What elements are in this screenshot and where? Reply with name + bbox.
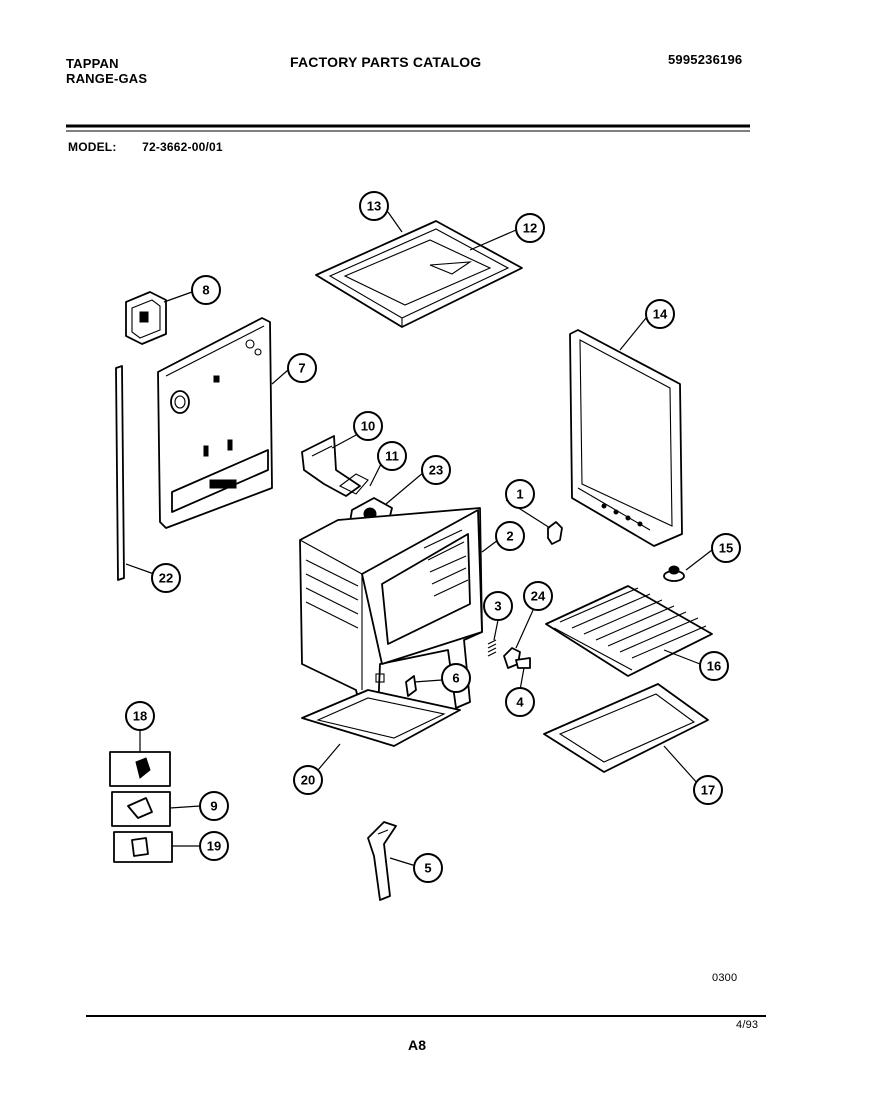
callout-15: 15 xyxy=(711,533,741,563)
leader-lines xyxy=(125,211,713,867)
callout-16: 16 xyxy=(699,651,729,681)
callout-12: 12 xyxy=(515,213,545,243)
svg-text:9: 9 xyxy=(210,799,217,814)
callout-24: 24 xyxy=(523,581,553,611)
callout-18: 18 xyxy=(125,701,155,731)
part-oven-rack xyxy=(545,585,713,677)
diagram-code: 0300 xyxy=(712,972,738,984)
svg-text:10: 10 xyxy=(361,419,375,434)
svg-text:17: 17 xyxy=(701,783,715,798)
svg-text:20: 20 xyxy=(301,773,315,788)
model-line: MODEL: 72-3662-00/01 xyxy=(68,140,223,154)
callout-9: 9 xyxy=(199,791,229,821)
part-boxes xyxy=(109,751,173,863)
part-bracket xyxy=(125,291,167,345)
catalog-title: FACTORY PARTS CATALOG xyxy=(290,54,482,70)
svg-text:3: 3 xyxy=(494,599,501,614)
callout-13: 13 xyxy=(359,191,389,221)
part-oven-cabinet xyxy=(299,507,483,717)
part-back-panel xyxy=(157,317,273,529)
svg-text:13: 13 xyxy=(367,199,381,214)
callout-6: 6 xyxy=(441,663,471,693)
page-date: 4/93 xyxy=(736,1019,759,1031)
callout-3: 3 xyxy=(483,591,513,621)
model-value: 72-3662-00/01 xyxy=(142,140,223,154)
svg-text:19: 19 xyxy=(207,839,221,854)
callout-14: 14 xyxy=(645,299,675,329)
callout-17: 17 xyxy=(693,775,723,805)
catalog-number: 5995236196 xyxy=(668,52,743,67)
svg-text:16: 16 xyxy=(707,659,721,674)
callout-5: 5 xyxy=(413,853,443,883)
svg-text:4: 4 xyxy=(516,695,524,710)
brand-line-2: RANGE-GAS xyxy=(66,71,148,86)
svg-text:1: 1 xyxy=(516,487,523,502)
part-bottom-panel xyxy=(301,689,461,747)
callout-8: 8 xyxy=(191,275,221,305)
callout-22: 22 xyxy=(151,563,181,593)
svg-text:15: 15 xyxy=(719,541,733,556)
svg-text:18: 18 xyxy=(133,709,147,724)
svg-text:7: 7 xyxy=(298,361,305,376)
callout-20: 20 xyxy=(293,765,323,795)
callout-11: 11 xyxy=(377,441,407,471)
svg-text:24: 24 xyxy=(531,589,546,604)
part-broiler-pan xyxy=(543,683,709,773)
part-top-bracket xyxy=(301,435,361,497)
callout-4: 4 xyxy=(505,687,535,717)
callout-23: 23 xyxy=(421,455,451,485)
svg-text:2: 2 xyxy=(506,529,513,544)
part-clip xyxy=(547,521,563,545)
callout-10: 10 xyxy=(353,411,383,441)
svg-text:23: 23 xyxy=(429,463,443,478)
part-knob xyxy=(663,565,685,582)
callout-19: 19 xyxy=(199,831,229,861)
svg-text:22: 22 xyxy=(159,571,173,586)
part-spring-and-spud xyxy=(487,639,531,669)
callout-2: 2 xyxy=(495,521,525,551)
part-trim-strip xyxy=(115,365,125,581)
svg-text:8: 8 xyxy=(202,283,209,298)
svg-text:6: 6 xyxy=(452,671,459,686)
brand-name: TAPPAN RANGE-GAS xyxy=(66,56,147,86)
model-label: MODEL: xyxy=(68,140,117,154)
part-door-frame xyxy=(569,329,683,547)
part-wire-bracket xyxy=(367,821,397,901)
callout-1: 1 xyxy=(505,479,535,509)
svg-text:11: 11 xyxy=(385,449,399,464)
svg-text:12: 12 xyxy=(523,221,537,236)
callout-7: 7 xyxy=(287,353,317,383)
part-pin xyxy=(405,675,417,697)
svg-text:14: 14 xyxy=(653,307,668,322)
page-id: A8 xyxy=(408,1037,427,1053)
brand-line-1: TAPPAN xyxy=(66,56,119,71)
part-burner-box-top xyxy=(315,220,523,328)
svg-text:5: 5 xyxy=(424,861,431,876)
